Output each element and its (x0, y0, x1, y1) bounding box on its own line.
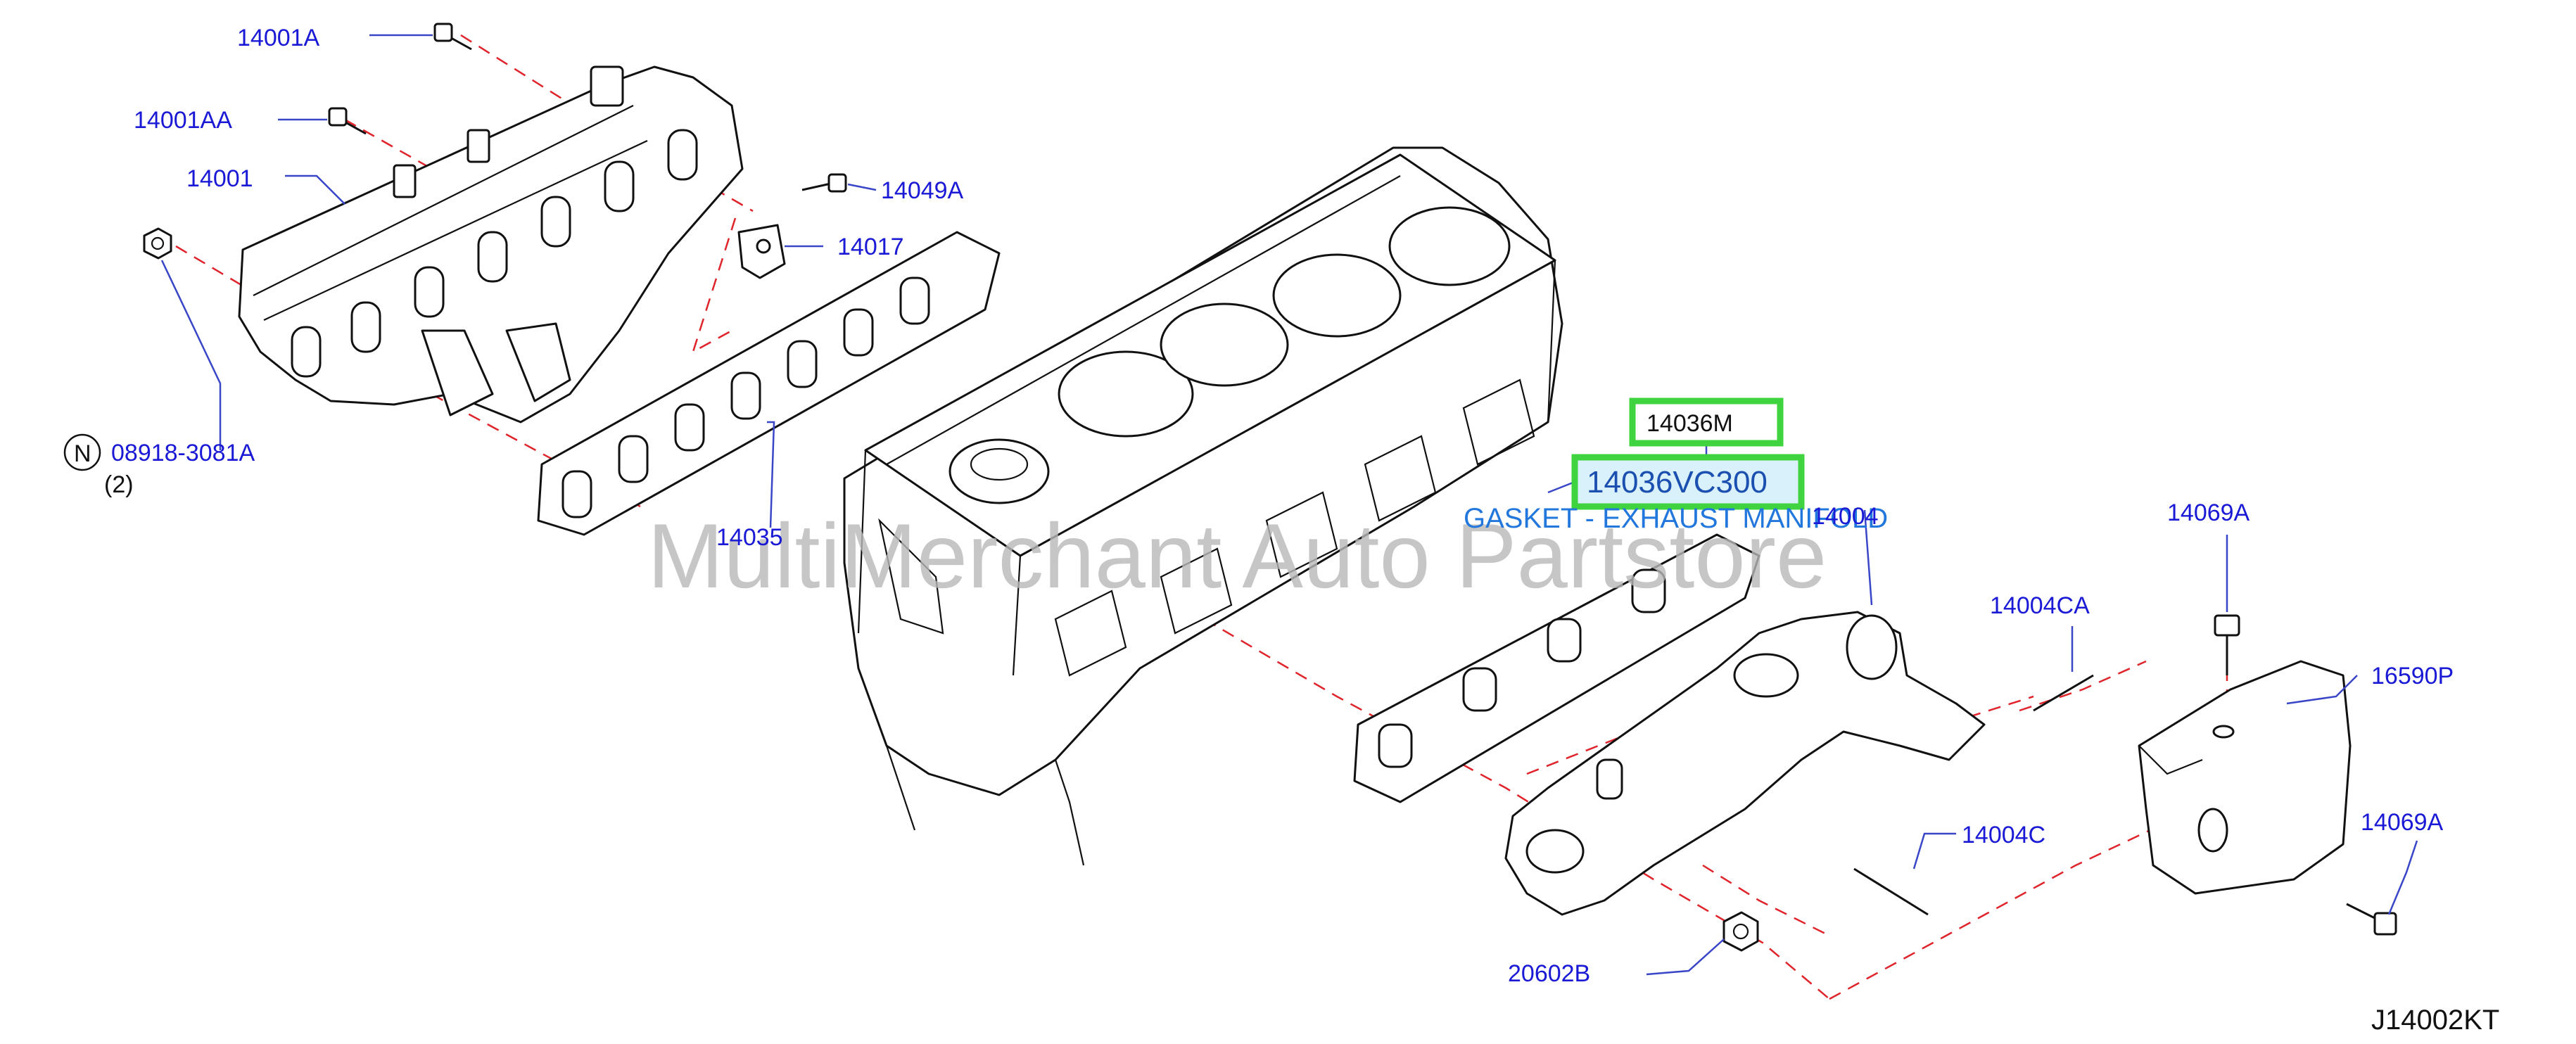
exhaust-gasket (1353, 533, 1760, 803)
callout-14004CA[interactable]: 14004CA (1990, 592, 2090, 619)
callout-14035[interactable]: 14035 (716, 524, 783, 551)
callout-08918-qty: (2) (104, 471, 134, 498)
callout-14049A[interactable]: 14049A (881, 177, 964, 204)
part-description: GASKET - EXHAUST MANIFOLD (1464, 503, 1888, 534)
highlight-box-small[interactable] (1629, 397, 1784, 447)
leader-lines (160, 34, 2418, 976)
highlight-part-main[interactable]: 14036VC300 (1587, 465, 1768, 499)
stud-14004CA (2033, 674, 2094, 712)
bolt-14001AA (328, 107, 367, 135)
nut-marker-badge: N (63, 433, 101, 471)
bolt-14001A (433, 23, 472, 51)
callout-08918-3081A[interactable]: 08918-3081A (111, 440, 255, 466)
callout-14004-overlap[interactable]: 14004 (1812, 503, 1879, 530)
bracket (737, 224, 786, 279)
callout-20602B[interactable]: 20602B (1508, 960, 1590, 987)
watermark: MultiMerchant Auto Partstore (647, 504, 1827, 607)
callout-14001[interactable]: 14001 (186, 165, 253, 192)
heat-shield (2138, 660, 2352, 895)
nut-20602B (1722, 911, 1759, 952)
callout-14004C[interactable]: 14004C (1962, 822, 2045, 848)
bolt-14069A-top (2214, 614, 2240, 675)
highlight-part-small[interactable]: 14036M (1647, 410, 1733, 437)
intake-manifold (238, 65, 744, 424)
exhaust-manifold (1504, 611, 1986, 916)
callout-14001AA[interactable]: 14001AA (134, 107, 232, 134)
callout-14017[interactable]: 14017 (837, 234, 904, 260)
callout-labels: 14001A 14001AA 14001 14049A 14017 08918-… (104, 25, 2454, 987)
cylinder-head (843, 146, 1563, 866)
intake-gasket (537, 231, 1001, 536)
highlight-box-main[interactable] (1571, 454, 1805, 510)
highlighted-part: 14036M 14036VC300 GASKET - EXHAUST MANIF… (1464, 397, 1888, 534)
callout-16590P[interactable]: 16590P (2371, 663, 2454, 689)
callout-14001A[interactable]: 14001A (237, 25, 320, 51)
nut-marker-letter: N (74, 440, 91, 467)
diagram-code: J14002KT (2371, 1005, 2499, 1036)
callout-14069A-top[interactable]: 14069A (2167, 499, 2250, 526)
bolt-14049A (801, 173, 847, 193)
callout-14069A-bottom[interactable]: 14069A (2361, 809, 2444, 836)
nut-08918 (143, 227, 172, 260)
bolt-14069A-bottom (2346, 903, 2397, 936)
stud-14004C (1853, 867, 1929, 916)
